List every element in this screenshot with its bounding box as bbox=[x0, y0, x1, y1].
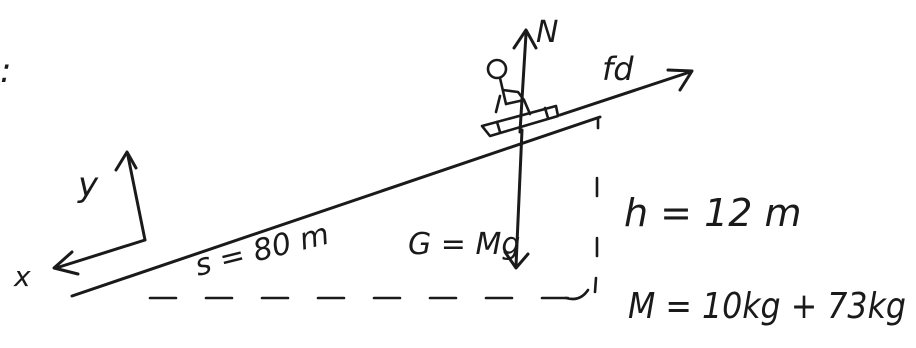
drag-force-label: fd bbox=[602, 50, 634, 88]
normal-force-label: N bbox=[536, 15, 558, 50]
sled-runner-front bbox=[495, 120, 502, 134]
sled-runner-back bbox=[543, 106, 550, 120]
normal-force-arrowhead bbox=[512, 28, 538, 50]
sled-board bbox=[480, 104, 560, 138]
height-label: h = 12 m bbox=[624, 191, 802, 235]
gravity-force-label: G = Mg bbox=[408, 227, 520, 262]
rider-legs bbox=[504, 98, 532, 116]
mass-label: M = 10kg + 73kg bbox=[628, 286, 906, 327]
normal-force-arrow bbox=[518, 32, 528, 134]
gravity-force-arrowhead bbox=[503, 250, 530, 270]
x-axis-label: x bbox=[13, 260, 31, 293]
rider-head bbox=[486, 58, 508, 80]
base-corner-hook bbox=[564, 288, 590, 301]
slope-length-label: s = 80 m bbox=[191, 217, 332, 284]
y-axis-arrowhead bbox=[114, 150, 138, 172]
drag-force-arrowhead bbox=[666, 68, 694, 92]
gravity-force-arrow bbox=[514, 128, 524, 268]
height-dash-3 bbox=[593, 276, 598, 294]
y-axis-label: y bbox=[77, 165, 99, 205]
x-axis-arrowhead bbox=[52, 250, 80, 276]
x-axis-line bbox=[54, 238, 147, 270]
incline-line bbox=[70, 115, 602, 298]
drag-force-arrow bbox=[558, 70, 692, 117]
y-axis-line bbox=[126, 154, 147, 242]
rider-back-support bbox=[494, 94, 502, 114]
corner-mark: : bbox=[0, 51, 11, 91]
